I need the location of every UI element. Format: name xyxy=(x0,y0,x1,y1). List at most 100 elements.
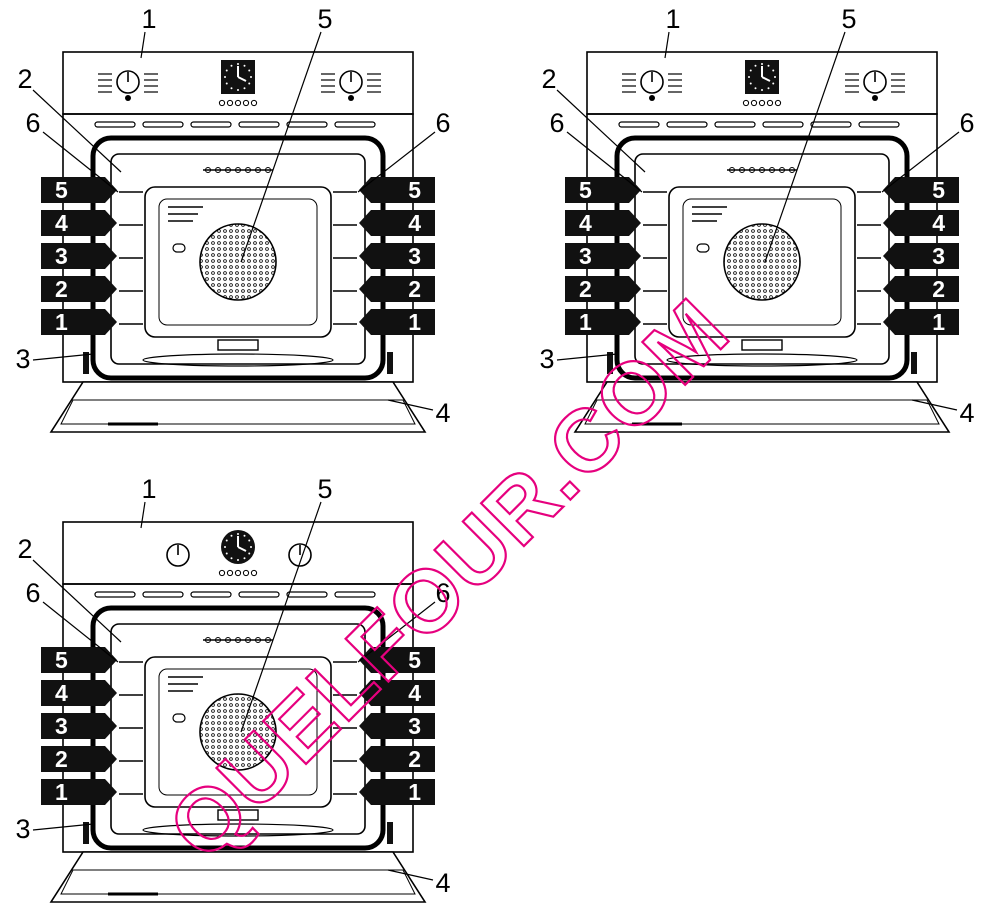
shelf-level-label: 2 xyxy=(932,276,945,302)
shelf-level-tag xyxy=(359,243,435,269)
callout-number: 6 xyxy=(25,108,40,138)
shelf-level-tag xyxy=(41,713,117,739)
shelf-level-label: 3 xyxy=(932,243,945,269)
back-panel xyxy=(668,186,856,338)
leader-line xyxy=(387,399,434,411)
vent-slot xyxy=(142,591,184,598)
fan-grille xyxy=(199,693,277,771)
callout-number: 6 xyxy=(25,578,40,608)
callout-number: 1 xyxy=(141,4,156,34)
door-glass xyxy=(60,399,416,425)
button-icon xyxy=(218,569,226,577)
shelf-level-tag xyxy=(883,243,959,269)
lamp xyxy=(217,809,259,821)
shelf-level-tag xyxy=(883,177,959,203)
vent-slot xyxy=(286,121,328,128)
vent-slot xyxy=(618,121,660,128)
callout-number: 3 xyxy=(15,814,30,844)
shelf-level-label: 4 xyxy=(579,210,592,236)
shelf-level-label: 1 xyxy=(55,779,68,805)
vent-slot xyxy=(334,121,376,128)
shelf-level-tag xyxy=(359,746,435,772)
shelf-level-label: 3 xyxy=(55,243,68,269)
button-icon xyxy=(234,569,242,577)
button-icon xyxy=(742,99,750,107)
vent-slot xyxy=(238,591,280,598)
leader-line xyxy=(556,89,646,173)
shelf-level-label: 4 xyxy=(932,210,945,236)
shelf-level-tag xyxy=(359,779,435,805)
callout-number: 5 xyxy=(841,4,856,34)
hinge xyxy=(83,822,89,844)
leader-line xyxy=(140,31,146,59)
shelf-level-label: 1 xyxy=(579,309,592,335)
leader-line xyxy=(32,559,122,643)
leader-line xyxy=(32,89,122,173)
leader-line xyxy=(42,131,119,193)
shelf-level-label: 5 xyxy=(932,177,945,203)
shelf-level-tag xyxy=(359,647,435,673)
leader-line xyxy=(240,31,322,263)
shelf-level-tag xyxy=(41,647,117,673)
shelf-level-label: 5 xyxy=(55,177,68,203)
button-icon xyxy=(242,99,250,107)
shelf-level-tag xyxy=(359,713,435,739)
hinge xyxy=(387,352,393,374)
callout-number: 4 xyxy=(435,868,450,898)
vent-slot xyxy=(762,121,804,128)
shelf-level-label: 1 xyxy=(408,779,421,805)
hinge xyxy=(83,352,89,374)
callout-number: 6 xyxy=(435,578,450,608)
leader-line xyxy=(240,501,322,733)
shelf-level-tag xyxy=(565,309,641,335)
leader-line xyxy=(140,501,146,529)
callout-number: 4 xyxy=(435,398,450,428)
button-icon xyxy=(774,99,782,107)
vent-slot xyxy=(238,121,280,128)
button-icon xyxy=(750,99,758,107)
callout-number: 3 xyxy=(539,344,554,374)
button-icon xyxy=(250,99,258,107)
shelf-level-label: 1 xyxy=(408,309,421,335)
shelf-level-tag xyxy=(565,210,641,236)
vent-slot xyxy=(334,591,376,598)
callout-number: 5 xyxy=(317,474,332,504)
vent-slot xyxy=(94,121,136,128)
vent-slot xyxy=(858,121,900,128)
shelf-level-tag xyxy=(41,177,117,203)
vent-slot xyxy=(714,121,756,128)
vent-slot xyxy=(286,591,328,598)
shelf-level-label: 2 xyxy=(55,276,68,302)
button-icon xyxy=(250,569,258,577)
leader-line xyxy=(764,31,846,263)
button-icon xyxy=(242,569,250,577)
callout-number: 2 xyxy=(541,64,556,94)
watermark-text: QUELFOUR.COM xyxy=(149,279,748,878)
callout-number: 6 xyxy=(549,108,564,138)
vent-slot xyxy=(810,121,852,128)
lamp xyxy=(217,339,259,351)
callout-number: 2 xyxy=(17,64,32,94)
shelf-level-label: 3 xyxy=(579,243,592,269)
shelf-level-tag xyxy=(883,210,959,236)
shelf-level-label: 5 xyxy=(408,647,421,673)
back-panel xyxy=(144,656,332,808)
hinge xyxy=(911,352,917,374)
fan-grille xyxy=(723,223,801,301)
leader-line xyxy=(32,353,94,361)
shelf-level-tag xyxy=(41,243,117,269)
shelf-level-tag xyxy=(41,210,117,236)
leader-line xyxy=(42,601,119,663)
shelf-level-tag xyxy=(41,680,117,706)
shelf-level-tag xyxy=(41,309,117,335)
oven-door xyxy=(49,381,427,433)
shelf-level-tag xyxy=(41,779,117,805)
shelf-level-tag xyxy=(359,680,435,706)
shelf-level-tag xyxy=(359,177,435,203)
shelf-level-tag xyxy=(565,276,641,302)
leader-line xyxy=(911,399,958,411)
vent-slot xyxy=(190,591,232,598)
vent-slot xyxy=(190,121,232,128)
callout-number: 6 xyxy=(959,108,974,138)
